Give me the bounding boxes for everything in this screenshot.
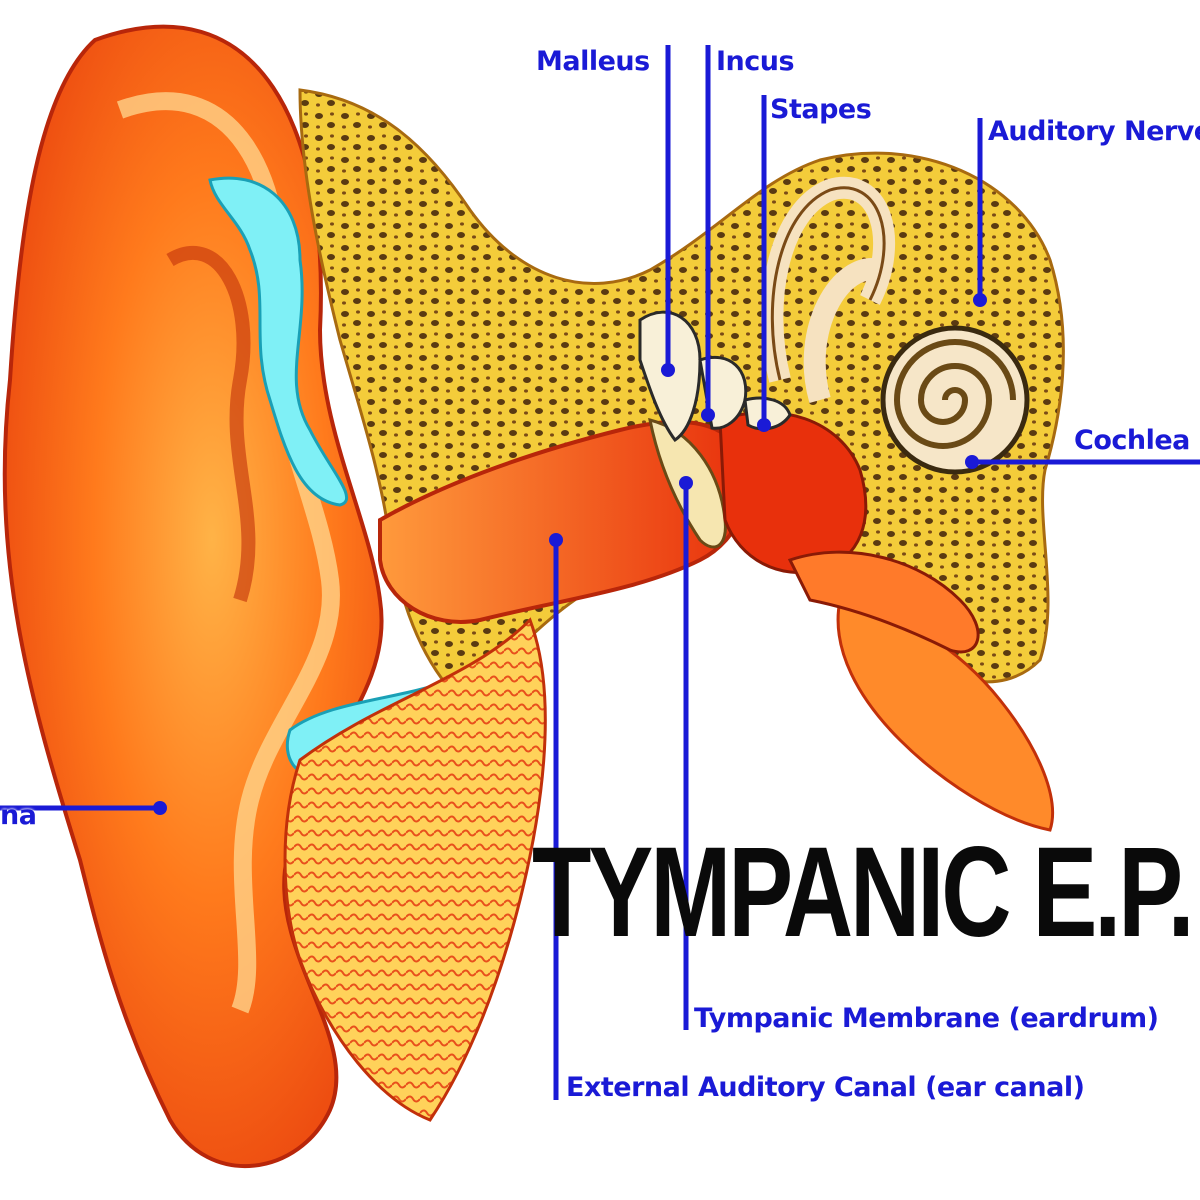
cochlea-shape <box>880 325 1030 475</box>
label-stapes: Stapes <box>770 94 872 125</box>
middle-ear-cavity <box>718 410 868 575</box>
label-incus: Incus <box>716 46 795 77</box>
label-external-auditory-canal: External Auditory Canal (ear canal) <box>566 1072 1085 1103</box>
ear-cartilage-upper <box>208 176 348 507</box>
label-auditory-nerve: Auditory Nerve <box>988 116 1200 147</box>
lower-tissue <box>283 617 547 1122</box>
label-pinna: na <box>0 800 37 831</box>
eustachian-tube <box>787 550 980 654</box>
label-malleus: Malleus <box>536 46 650 77</box>
album-title: TYMPANIC E.P. <box>532 821 1195 964</box>
leader-lines <box>0 45 1200 1100</box>
label-tympanic-membrane: Tympanic Membrane (eardrum) <box>694 1003 1159 1034</box>
label-cochlea: Cochlea <box>1074 425 1190 456</box>
leader-dots <box>153 293 987 815</box>
